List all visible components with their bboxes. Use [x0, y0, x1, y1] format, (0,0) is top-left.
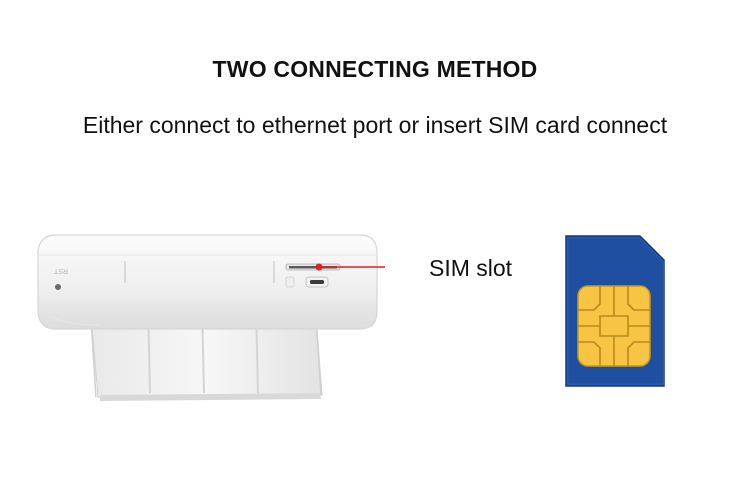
page-subtitle: Either connect to ethernet port or inser…	[82, 112, 668, 138]
sim-chip-icon	[577, 285, 651, 367]
router-device-illustration: RST	[37, 234, 385, 401]
sim-slot-callout	[315, 263, 385, 271]
sim-slot-label: SIM slot	[429, 255, 513, 281]
page-title: TWO CONNECTING METHOD	[212, 56, 538, 82]
reset-button-hole: RST	[53, 267, 68, 290]
usb-port	[305, 276, 329, 288]
indicator-light	[285, 276, 295, 288]
device-body	[37, 234, 378, 330]
sim-card-illustration	[565, 235, 665, 387]
reset-label: RST	[53, 267, 68, 274]
